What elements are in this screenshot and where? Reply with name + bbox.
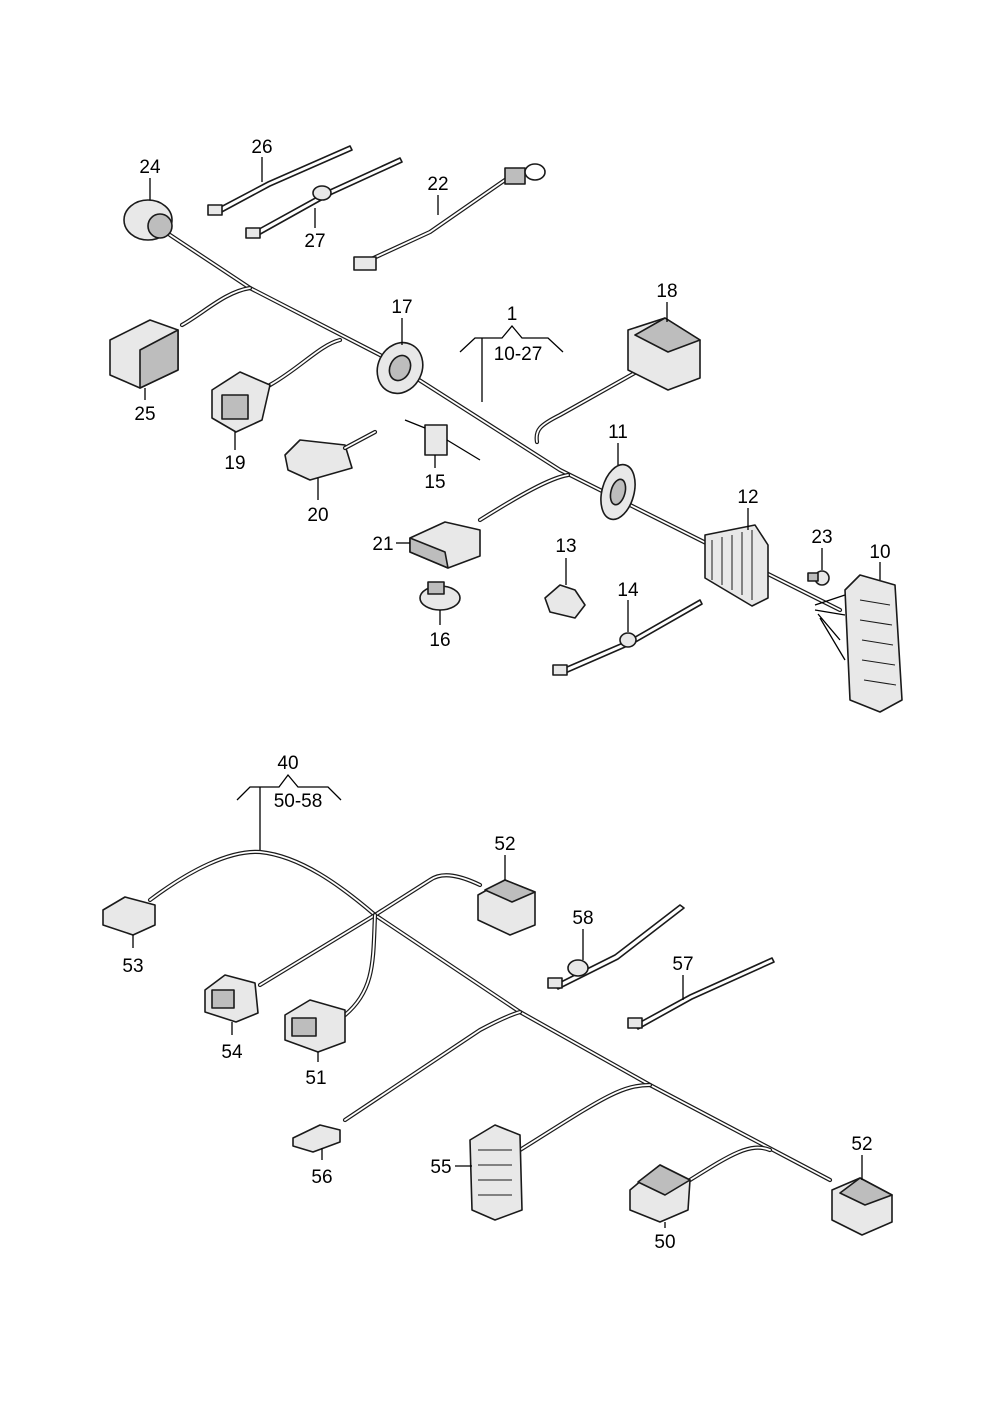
label-part-21: 21 bbox=[372, 534, 393, 555]
label-part-25: 25 bbox=[134, 404, 155, 425]
label-part-50: 50 bbox=[654, 1232, 675, 1253]
part-25-connector bbox=[109, 319, 179, 389]
part-22-wire-bulb bbox=[353, 163, 546, 271]
label-part-10: 10 bbox=[869, 542, 890, 563]
group-range-upper: 10-27 bbox=[494, 344, 543, 365]
label-part-11: 11 bbox=[608, 422, 628, 443]
label-part-16: 16 bbox=[429, 630, 450, 651]
label-part-52-lower: 52 bbox=[851, 1134, 872, 1155]
part-20-sensor bbox=[284, 429, 378, 481]
label-part-15: 15 bbox=[424, 472, 445, 493]
part-15-holder bbox=[404, 419, 481, 461]
part-14-cable-tie bbox=[552, 599, 703, 676]
label-part-19: 19 bbox=[224, 453, 245, 474]
label-part-56: 56 bbox=[311, 1167, 332, 1188]
label-part-53: 53 bbox=[122, 956, 143, 977]
part-58-cable-tie bbox=[547, 904, 685, 990]
label-part-57: 57 bbox=[672, 954, 693, 975]
part-52-connector-upper bbox=[477, 879, 536, 936]
group-bracket-lower: 40 50-58 bbox=[236, 753, 342, 850]
label-part-18: 18 bbox=[656, 281, 677, 302]
part-51-connector bbox=[284, 999, 346, 1053]
label-part-58: 58 bbox=[572, 908, 593, 929]
label-part-24: 24 bbox=[139, 157, 161, 178]
part-54-connector bbox=[204, 974, 259, 1023]
part-57-cable-tie bbox=[627, 957, 775, 1030]
part-18-connector bbox=[627, 317, 701, 391]
label-part-54: 54 bbox=[221, 1042, 243, 1063]
part-23-screw bbox=[807, 570, 830, 586]
part-24-round-connector bbox=[123, 199, 173, 241]
label-part-55: 55 bbox=[430, 1157, 451, 1178]
label-part-52-upper: 52 bbox=[494, 834, 515, 855]
label-part-26: 26 bbox=[251, 137, 272, 158]
part-55-connector bbox=[469, 1124, 523, 1221]
group-number-upper: 1 bbox=[507, 304, 518, 325]
leader-lines bbox=[132, 157, 881, 1228]
label-part-23: 23 bbox=[811, 527, 832, 548]
part-21-connector bbox=[409, 521, 481, 569]
label-part-22: 22 bbox=[427, 174, 448, 195]
part-26-cable-tie bbox=[207, 145, 353, 216]
part-52-connector-lower bbox=[831, 1177, 893, 1236]
group-bracket-upper: 1 10-27 bbox=[459, 304, 564, 402]
part-labels: 24 26 27 22 17 18 25 19 20 15 11 12 21 1… bbox=[122, 137, 890, 1253]
harness-lower bbox=[147, 849, 833, 1183]
label-part-51: 51 bbox=[305, 1068, 326, 1089]
part-53-connector bbox=[102, 896, 156, 936]
part-56-connector bbox=[292, 1124, 341, 1153]
part-16-clip bbox=[419, 581, 461, 611]
label-part-12: 12 bbox=[737, 487, 758, 508]
group-range-lower: 50-58 bbox=[274, 791, 323, 812]
label-part-14: 14 bbox=[617, 580, 639, 601]
part-50-connector bbox=[629, 1164, 691, 1223]
part-19-connector bbox=[211, 371, 271, 433]
part-10-control-connector bbox=[844, 574, 903, 713]
part-12-sleeve bbox=[704, 524, 769, 607]
part-13-bracket bbox=[544, 584, 586, 619]
label-part-17: 17 bbox=[391, 297, 412, 318]
part-11-grommet bbox=[600, 463, 636, 521]
part-27-cable-tie-clip bbox=[245, 157, 403, 239]
label-part-13: 13 bbox=[555, 536, 576, 557]
label-part-27: 27 bbox=[304, 231, 325, 252]
part-17-grommet bbox=[376, 341, 424, 395]
group-number-lower: 40 bbox=[277, 753, 298, 774]
label-part-20: 20 bbox=[307, 505, 328, 526]
